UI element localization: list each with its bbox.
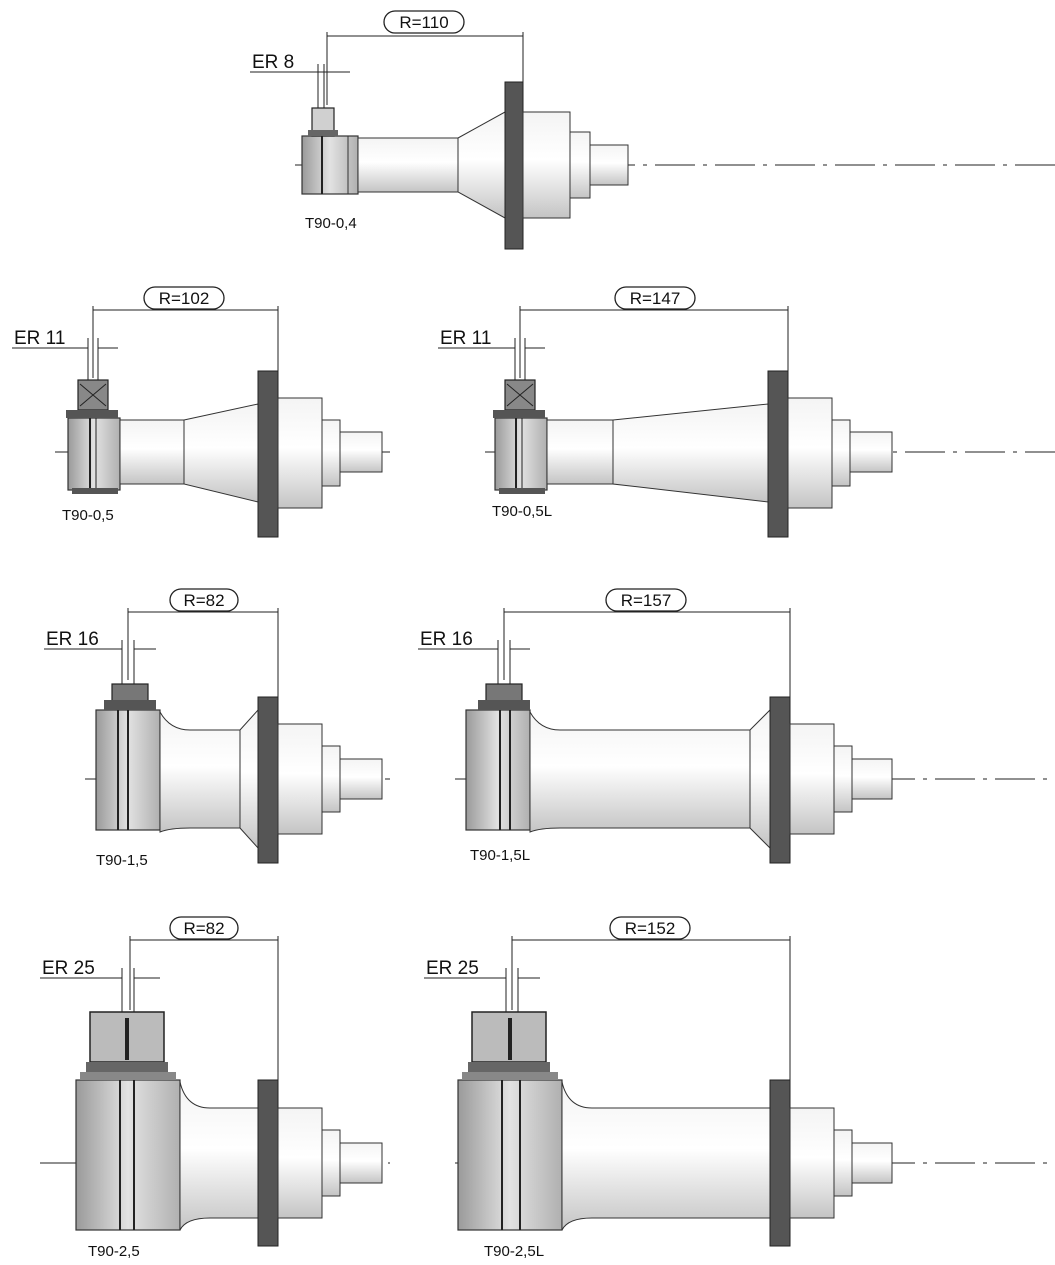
tool-t90-1-5 <box>44 588 390 864</box>
model-label: T90-1,5L <box>470 847 530 864</box>
collet-label: ER 11 <box>440 328 491 349</box>
reach-label: R=102 <box>159 289 210 308</box>
model-label: T90-0,4 <box>305 215 357 232</box>
tool-t90-1-5l <box>418 588 1055 864</box>
collet-label: ER 8 <box>252 52 294 73</box>
reach-label: R=82 <box>183 919 224 938</box>
model-label: T90-1,5 <box>96 852 148 869</box>
reach-label: R=147 <box>630 289 681 308</box>
model-label: T90-0,5 <box>62 507 114 524</box>
model-label: T90-2,5 <box>88 1243 140 1260</box>
tool-t90-0-5l <box>438 286 1055 538</box>
model-label: T90-0,5L <box>492 503 552 520</box>
collet-label: ER 25 <box>42 958 95 979</box>
tool-t90-2-5 <box>40 916 390 1247</box>
collet-label: ER 16 <box>46 629 99 650</box>
collet-label: ER 25 <box>426 958 479 979</box>
reach-label: R=152 <box>625 919 676 938</box>
tool-t90-2-5l <box>424 916 1055 1247</box>
reach-label: R=82 <box>183 591 224 610</box>
reach-label: R=157 <box>621 591 672 610</box>
tool-t90-0-4 <box>250 10 1055 250</box>
model-label: T90-2,5L <box>484 1243 544 1260</box>
tool-t90-0-5 <box>12 286 390 538</box>
reach-label: R=110 <box>399 13 448 32</box>
collet-label: ER 11 <box>14 328 65 349</box>
collet-label: ER 16 <box>420 629 473 650</box>
